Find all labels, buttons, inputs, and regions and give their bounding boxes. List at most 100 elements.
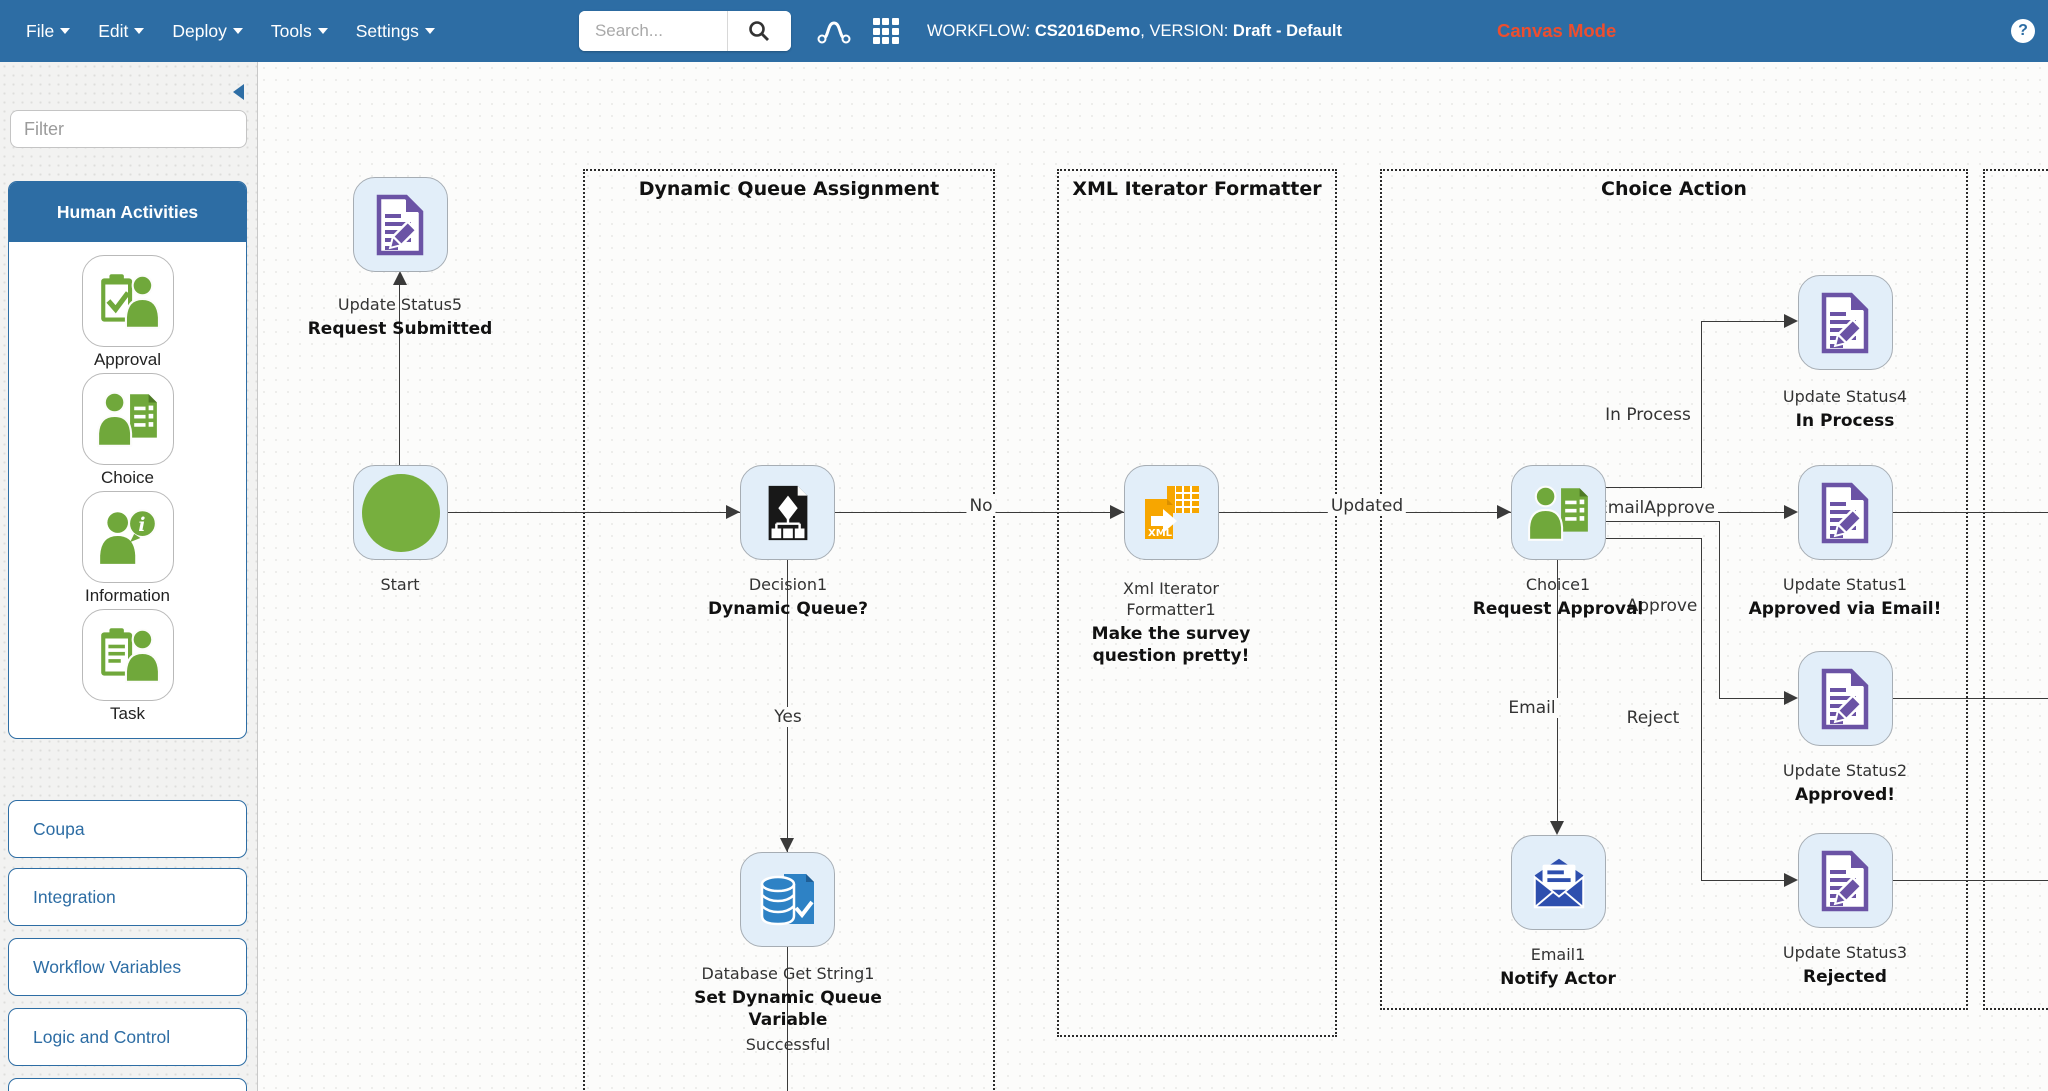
panel-partial[interactable] (8, 1078, 247, 1091)
panel-header-human-activities[interactable]: Human Activities (9, 182, 246, 242)
node-choice1[interactable] (1511, 465, 1606, 560)
menu-settings[interactable]: Settings (356, 21, 435, 42)
node-decision1[interactable] (740, 465, 835, 560)
palette-item-choice: Choice (9, 373, 246, 488)
menu-settings-label: Settings (355, 20, 419, 41)
document-pencil-icon (1814, 849, 1878, 913)
search-input[interactable] (578, 11, 727, 51)
palette-item-label: Information (84, 586, 171, 605)
palette-item-task: Task (9, 609, 246, 724)
edge-updatestatus1-out (1893, 512, 2048, 513)
menu-tools[interactable]: Tools (271, 21, 328, 42)
node-update-status3[interactable] (1798, 833, 1893, 928)
email-icon (1528, 852, 1590, 914)
menu-deploy[interactable]: Deploy (172, 20, 243, 42)
search-button[interactable] (727, 11, 791, 51)
arrowhead (780, 838, 794, 852)
group-choice-action[interactable]: Choice Action (1380, 169, 1968, 1010)
edge-start-to-updatestatus5 (399, 284, 400, 465)
node-update-status4[interactable] (1798, 275, 1893, 370)
edge-choice1-approve (1606, 521, 1720, 522)
information-icon[interactable] (81, 491, 174, 583)
node-label-xml-iterator-formatter1: Xml Iterator Formatter1 Make the survey … (1091, 579, 1251, 666)
information-icon (95, 504, 161, 570)
menu-bar: File Edit Deploy Tools Settings (26, 21, 435, 42)
panel-coupa[interactable]: Coupa (8, 800, 247, 858)
group-title: Choice Action (1601, 178, 1747, 200)
approval-icon[interactable] (81, 255, 174, 347)
menu-deploy-label: Deploy (172, 20, 227, 41)
choice-icon[interactable] (81, 373, 174, 465)
edge-choice1-approve (1719, 521, 1720, 699)
workflow-canvas[interactable]: Dynamic Queue Assignment XML Iterator Fo… (258, 62, 2048, 1091)
panel-body: Approval Choice Information Task (9, 242, 246, 738)
task-icon (95, 622, 161, 688)
help-icon[interactable] (2011, 19, 2035, 43)
search-icon (747, 19, 771, 43)
edge-label-yes: Yes (771, 707, 805, 727)
menu-edit[interactable]: Edit (98, 20, 145, 42)
node-email1[interactable] (1511, 835, 1606, 930)
chevron-down-icon (232, 28, 243, 34)
edge-label-updated: Updated (1327, 496, 1407, 516)
arrowhead (1784, 873, 1798, 887)
xml-iterator-icon (1140, 481, 1204, 545)
edge-label-reject: Reject (1623, 708, 1683, 728)
palette-item-information: Information (9, 491, 246, 606)
group-dynamic-queue-assignment[interactable]: Dynamic Queue Assignment (583, 169, 995, 1091)
version-label: , VERSION: (1140, 21, 1229, 40)
database-icon (756, 868, 820, 932)
choice-icon (95, 386, 161, 452)
chevron-down-icon (424, 28, 435, 34)
arrowhead (726, 505, 740, 519)
palette-item-label: Task (110, 704, 145, 723)
palette-sidebar: Human Activities Approval Choice Informa… (0, 62, 258, 1091)
filter-input[interactable] (10, 110, 247, 148)
menu-edit-label: Edit (98, 20, 129, 41)
chevron-down-icon (60, 28, 71, 34)
menu-file[interactable]: File (26, 21, 71, 42)
edge-label-approve: Approve (1623, 596, 1701, 616)
arrowhead (1784, 314, 1798, 328)
node-update-status2[interactable] (1798, 651, 1893, 746)
grid-view-button[interactable] (872, 18, 899, 44)
menu-tools-label: Tools (270, 20, 312, 41)
group-title: XML Iterator Formatter (1072, 178, 1322, 200)
edge-label-in-process: In Process (1602, 405, 1694, 425)
panel-label: Workflow Variables (33, 956, 182, 977)
node-label-update-status3: Update Status3 Rejected (1782, 943, 1908, 987)
node-start[interactable] (353, 465, 448, 560)
workflow-name: CS2016Demo (1034, 21, 1141, 40)
node-label-choice1: Choice1 Request Approval (1472, 575, 1644, 619)
group-xml-iterator-formatter[interactable]: XML Iterator Formatter (1057, 169, 1337, 1037)
arrowhead (393, 271, 407, 285)
node-database-get-string1[interactable] (740, 852, 835, 947)
node-label-database-get-string1: Database Get String1 Set Dynamic Queue V… (694, 964, 882, 1054)
panel-label: Coupa (33, 818, 85, 839)
workflow-label: WORKFLOW: (926, 21, 1031, 40)
panel-label: Integration (33, 886, 116, 907)
panel-workflow-variables[interactable]: Workflow Variables (8, 938, 247, 996)
panel-integration[interactable]: Integration (8, 868, 247, 926)
edge-choice1-reject (1606, 538, 1702, 539)
task-icon[interactable] (81, 609, 174, 701)
node-update-status1[interactable] (1798, 465, 1893, 560)
arrowhead (1784, 691, 1798, 705)
edge-label-emailapprove: EmailApprove (1594, 498, 1718, 518)
node-xml-iterator-formatter1[interactable] (1124, 465, 1219, 560)
edge-decision1-yes (787, 560, 788, 852)
arrowhead (1784, 505, 1798, 519)
panel-label: Logic and Control (33, 1026, 171, 1047)
sidebar-collapse-icon[interactable] (233, 84, 244, 100)
group-clipped-right[interactable] (1983, 169, 2048, 1010)
node-update-status5[interactable] (353, 177, 448, 272)
panel-logic-and-control[interactable]: Logic and Control (8, 1008, 247, 1066)
palette-item-label: Approval (93, 350, 162, 369)
group-title: Dynamic Queue Assignment (638, 178, 940, 200)
edge-database-out (787, 947, 788, 1091)
search-box (578, 11, 791, 51)
connector-tool-button[interactable] (817, 18, 851, 44)
node-label-update-status4: Update Status4 In Process (1782, 387, 1908, 431)
chevron-down-icon (317, 28, 328, 34)
divider (726, 11, 728, 51)
